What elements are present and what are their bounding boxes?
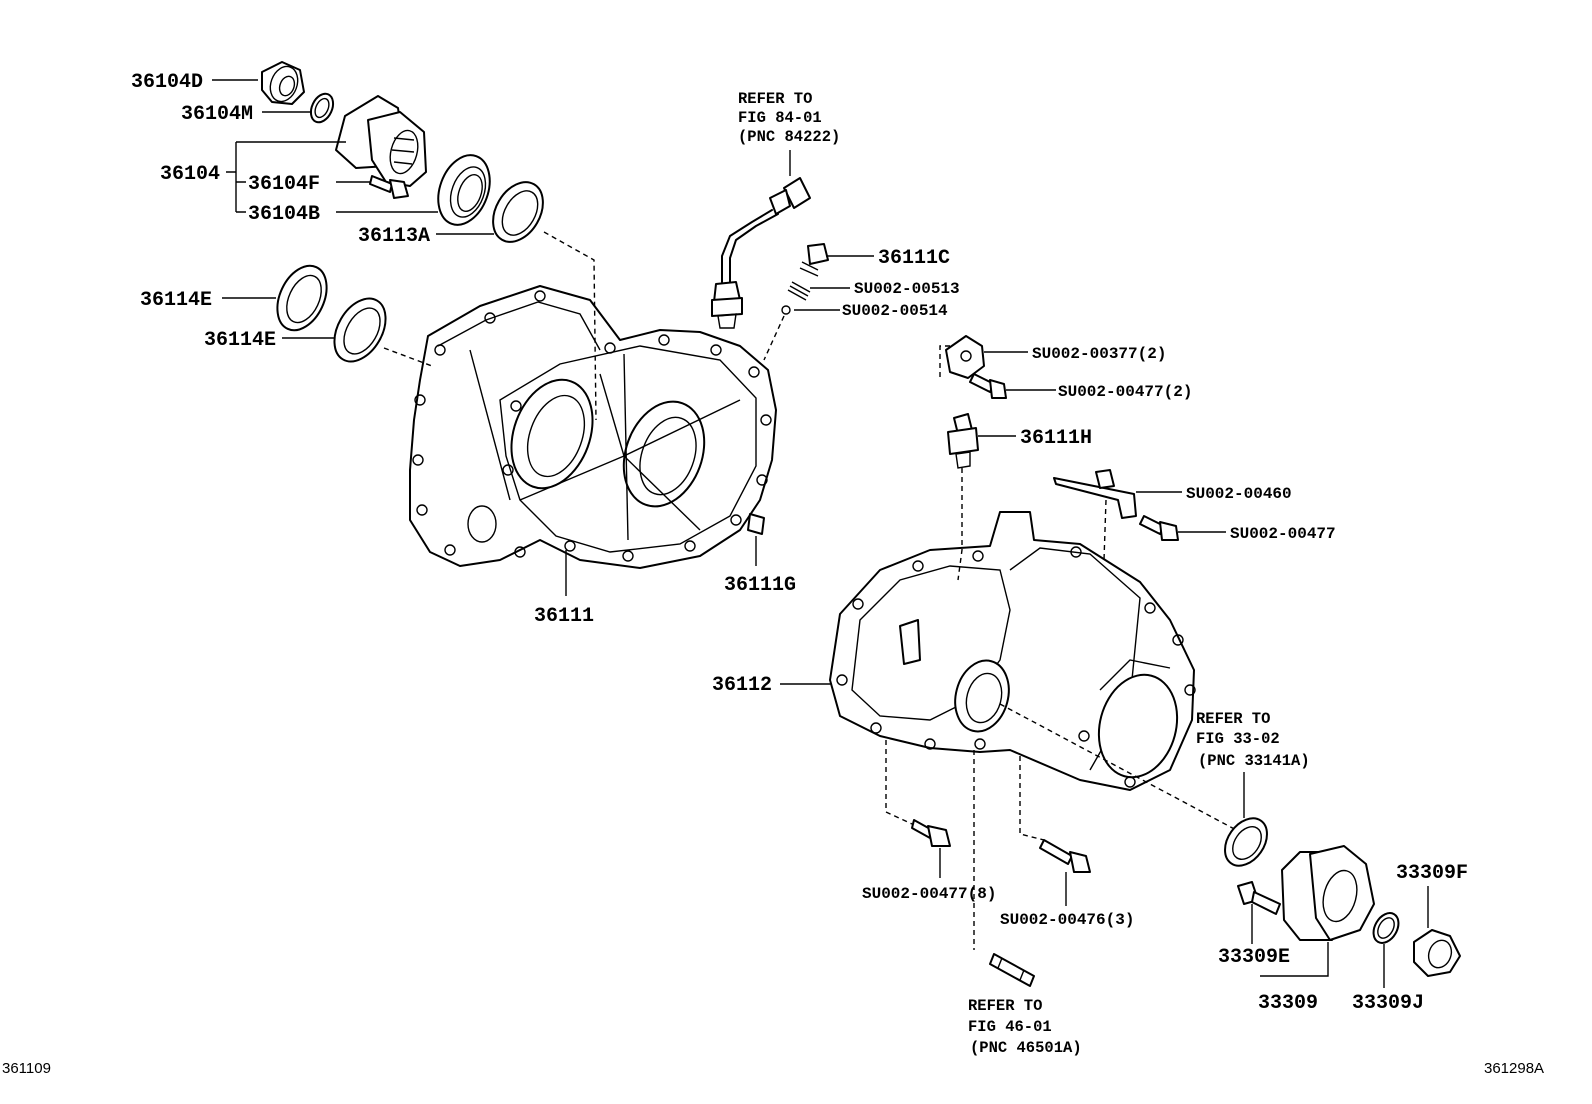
flange-nut-36104D	[261, 61, 305, 105]
assembly-lines-left	[383, 231, 597, 421]
ref-84-line2: FIG 84-01	[738, 109, 822, 127]
label-SU002-00477-8: SU002-00477(8)	[862, 885, 996, 903]
label-SU002-00377: SU002-00377(2)	[1032, 345, 1166, 363]
label-33309J: 33309J	[1352, 992, 1424, 1015]
bolt-36104F	[369, 175, 409, 199]
label-36104B: 36104B	[248, 203, 320, 226]
label-36111C: 36111C	[878, 247, 950, 270]
label-SU002-00514: SU002-00514	[842, 302, 948, 320]
label-36111G: 36111G	[724, 574, 796, 597]
bolt-SU002-00477	[1139, 515, 1179, 541]
label-SU002-00477-2: SU002-00477(2)	[1058, 383, 1192, 401]
plug-36111C-group	[763, 243, 829, 361]
bolt-SU002-00476-3	[1039, 839, 1091, 873]
companion-flange-33309	[1281, 845, 1375, 941]
bearing-race-36113A	[492, 181, 544, 243]
label-33309F: 33309F	[1396, 862, 1468, 885]
ref-33-line2: FIG 33-02	[1196, 730, 1280, 748]
label-36114E-a: 36114E	[140, 289, 212, 312]
figure-id-left: 361109	[2, 1060, 51, 1077]
bolt-33309E	[1237, 881, 1281, 915]
bolt-SU002-00477-8	[911, 819, 951, 847]
flange-nut-33309F	[1413, 929, 1461, 977]
dowel-pin-36111G	[747, 513, 765, 535]
part-labels: 36104D 36104M 36104 36104F 36104B 36113A…	[2, 71, 1544, 1077]
ref-84-line3: (PNC 84222)	[738, 128, 840, 146]
breather-36111H	[947, 413, 979, 469]
oil-seal-36104B	[437, 154, 491, 226]
label-36111H: 36111H	[1020, 427, 1092, 450]
label-SU002-00476-3: SU002-00476(3)	[1000, 911, 1134, 929]
label-36112: 36112	[712, 674, 772, 697]
label-36104M: 36104M	[181, 103, 253, 126]
leader-lines	[212, 79, 1429, 988]
bracket-SU002-00460	[1053, 469, 1137, 519]
ref-46-line2: FIG 46-01	[968, 1018, 1052, 1036]
o-ring-33309J	[1372, 912, 1400, 944]
assembly-lines-right	[885, 345, 1241, 950]
label-SU002-00460: SU002-00460	[1186, 485, 1292, 503]
label-36111: 36111	[534, 605, 594, 628]
label-SU002-00477: SU002-00477	[1230, 525, 1336, 543]
label-36104D: 36104D	[131, 71, 203, 94]
label-33309E: 33309E	[1218, 946, 1290, 969]
transfer-case-rear-36112	[829, 511, 1196, 791]
label-36104F: 36104F	[248, 173, 320, 196]
label-36114E-b: 36114E	[204, 329, 276, 352]
label-SU002-00513: SU002-00513	[854, 280, 960, 298]
ref-46-line1: REFER TO	[968, 997, 1042, 1015]
oil-seal-fig33	[1224, 817, 1268, 867]
bearing-races-36114E	[276, 264, 387, 363]
ref-33-line1: REFER TO	[1196, 710, 1270, 728]
sensor-connector	[711, 150, 811, 329]
label-36104: 36104	[160, 163, 220, 186]
ref-46-line3: (PNC 46501A)	[970, 1039, 1082, 1057]
bolt-SU002-00477-2	[969, 373, 1007, 399]
label-33309: 33309	[1258, 992, 1318, 1015]
transfer-case-front-36111	[409, 285, 777, 569]
o-ring-36104M	[309, 92, 335, 124]
ref-84-line1: REFER TO	[738, 90, 812, 108]
stud-bolt-fig46	[989, 953, 1035, 987]
ref-33-line3: (PNC 33141A)	[1198, 752, 1310, 770]
figure-id-right: 361298A	[1484, 1060, 1544, 1077]
label-36113A: 36113A	[358, 225, 430, 248]
companion-flange-36104	[335, 95, 427, 187]
bracket-SU002-00377	[945, 335, 985, 379]
